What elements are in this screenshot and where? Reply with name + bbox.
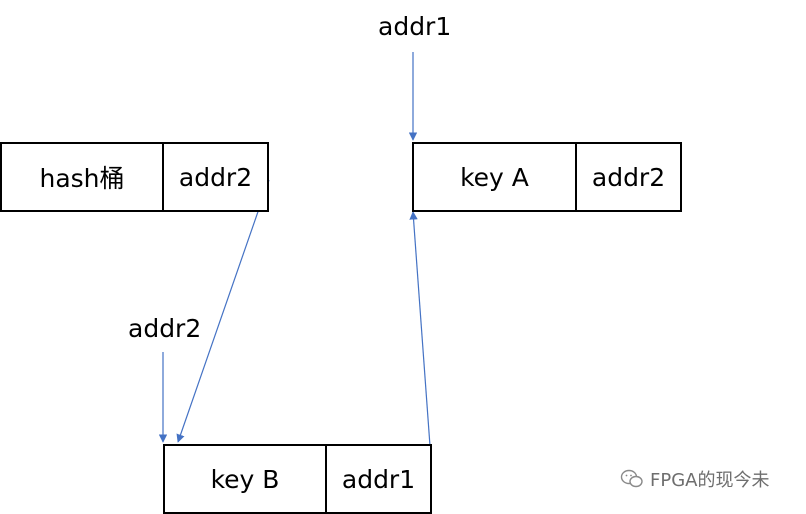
addr1-label: addr1: [378, 12, 452, 41]
hash-bucket-key-cell: hash桶: [0, 142, 164, 212]
hash-bucket-addr-cell: addr2: [162, 142, 269, 212]
node-b-addr-cell: addr1: [325, 444, 432, 514]
bucket-to-keyb-arrow: [176, 179, 270, 443]
wechat-icon: [620, 469, 643, 488]
watermark-text: FPGA的现今未: [650, 470, 770, 491]
node-a-addr-text: addr2: [591, 162, 666, 192]
node-b-key-text: key B: [210, 464, 280, 494]
addr2-label: addr2: [128, 314, 202, 343]
keyb-to-keya-arrow: [409, 211, 431, 447]
node-a-key-cell: key A: [412, 142, 577, 212]
node-b-addr-text: addr1: [341, 464, 416, 494]
watermark: FPGA的现今未: [620, 466, 769, 492]
hash-bucket-key-text: hash桶: [39, 164, 125, 193]
hash-bucket-addr-text: addr2: [178, 162, 253, 192]
node-a-addr-cell: addr2: [575, 142, 682, 212]
node-b-key-cell: key B: [163, 444, 327, 514]
node-a-key-text: key A: [460, 162, 529, 192]
